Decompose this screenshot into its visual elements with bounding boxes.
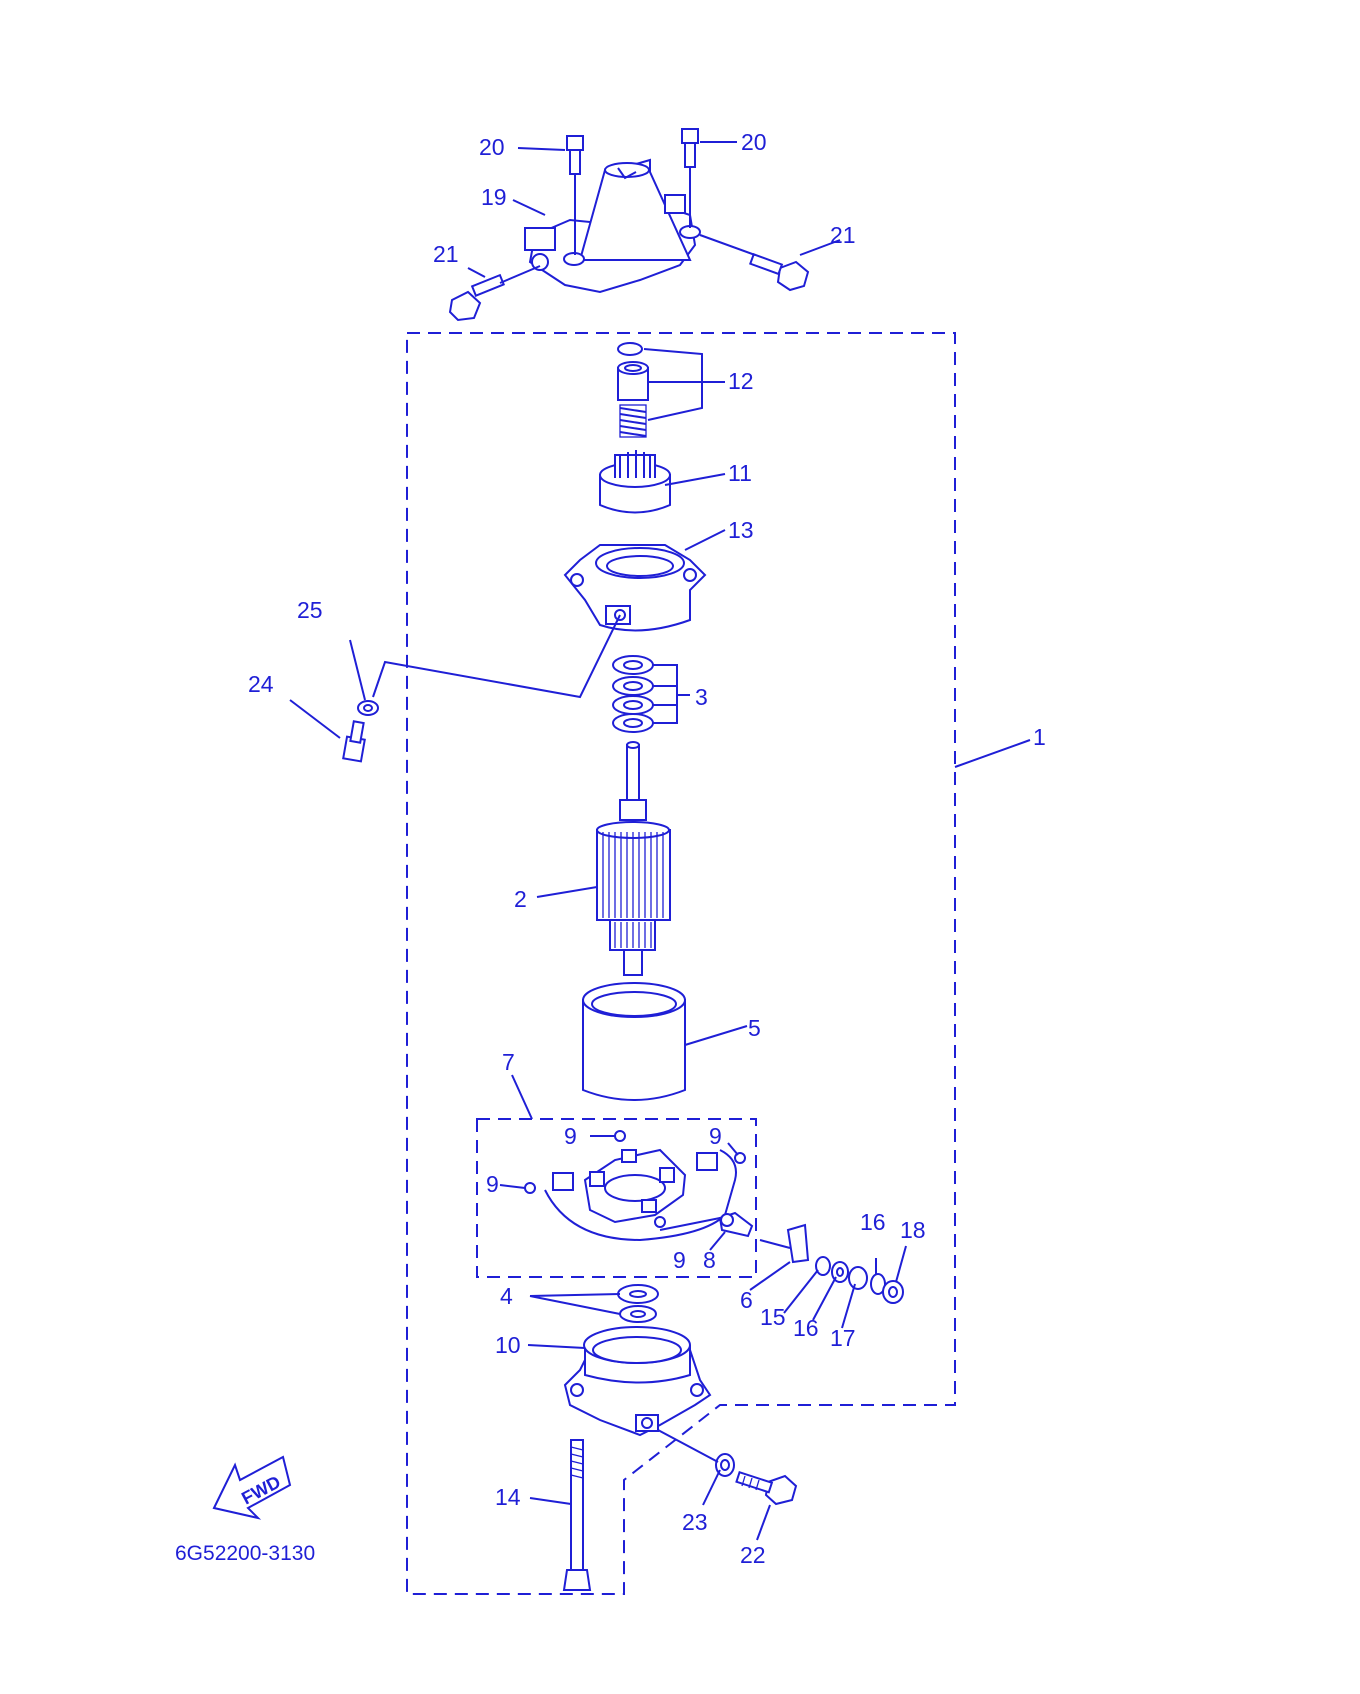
callout-15: 15 <box>760 1304 786 1330</box>
front-bracket-13 <box>563 544 707 632</box>
callout-3: 3 <box>695 684 708 710</box>
washer-25 <box>357 700 379 716</box>
pinion-gear-11 <box>599 450 671 514</box>
callout-25: 25 <box>297 597 323 623</box>
callout-17: 17 <box>830 1325 856 1351</box>
callout-12: 12 <box>728 368 754 394</box>
leader-lines <box>289 141 1031 1541</box>
callout-4: 4 <box>500 1283 513 1309</box>
callout-24: 24 <box>248 671 274 697</box>
washer-set-3 <box>612 655 654 733</box>
callout-1: 1 <box>1033 724 1046 750</box>
brush-holder-7 <box>544 1148 737 1242</box>
through-bolt-14 <box>562 1439 592 1591</box>
callout-9-right: 9 <box>709 1123 722 1149</box>
terminal-plate-6 <box>759 1223 810 1264</box>
callout-7: 7 <box>502 1049 515 1075</box>
callout-8: 8 <box>703 1247 716 1273</box>
callout-21-right: 21 <box>830 222 856 248</box>
callout-23: 23 <box>682 1509 708 1535</box>
callout-18: 18 <box>900 1217 926 1243</box>
washer-4 <box>617 1284 659 1323</box>
stop-ring-kit-12 <box>617 342 649 438</box>
brush-assembly-boundary-7 <box>476 1118 757 1278</box>
yoke-5 <box>582 982 686 1101</box>
callout-11: 11 <box>728 460 752 486</box>
callout-19: 19 <box>481 184 507 210</box>
drawing-code: 6G52200-3130 <box>175 1542 315 1565</box>
assembly-boundary-1 <box>406 332 956 1595</box>
callout-2: 2 <box>514 886 527 912</box>
callout-22: 22 <box>740 1542 766 1568</box>
bolt-20-right <box>681 128 699 228</box>
bolt-21-right <box>699 234 810 292</box>
callout-16-lower: 16 <box>793 1315 819 1341</box>
armature-2 <box>596 741 671 976</box>
callout-9-bottom: 9 <box>673 1247 686 1273</box>
callout-labels: 20 20 19 21 21 12 11 13 25 24 3 1 2 5 7 … <box>248 129 1046 1568</box>
callout-21-left: 21 <box>433 241 459 267</box>
bolt-22 <box>735 1470 798 1506</box>
brush-terminal-8 <box>718 1211 754 1238</box>
rear-cover-19 <box>524 158 701 294</box>
callout-14: 14 <box>495 1484 521 1510</box>
screws-9 <box>524 1130 746 1228</box>
bolt-24 <box>342 720 366 763</box>
fwd-arrow-icon <box>212 1455 292 1520</box>
callout-9-top: 9 <box>564 1123 577 1149</box>
callout-16-upper: 16 <box>860 1209 886 1235</box>
callout-10: 10 <box>495 1332 521 1358</box>
callout-20-right: 20 <box>741 129 767 155</box>
callout-6: 6 <box>740 1287 753 1313</box>
callout-5: 5 <box>748 1015 761 1041</box>
washers-nut-15-18 <box>815 1256 904 1304</box>
bolt-20-left <box>566 135 584 255</box>
bolt-21-left <box>448 265 541 322</box>
callout-9-left: 9 <box>486 1171 499 1197</box>
callout-13: 13 <box>728 517 754 543</box>
rear-bracket-10 <box>563 1326 712 1437</box>
callout-20-left: 20 <box>479 134 505 160</box>
